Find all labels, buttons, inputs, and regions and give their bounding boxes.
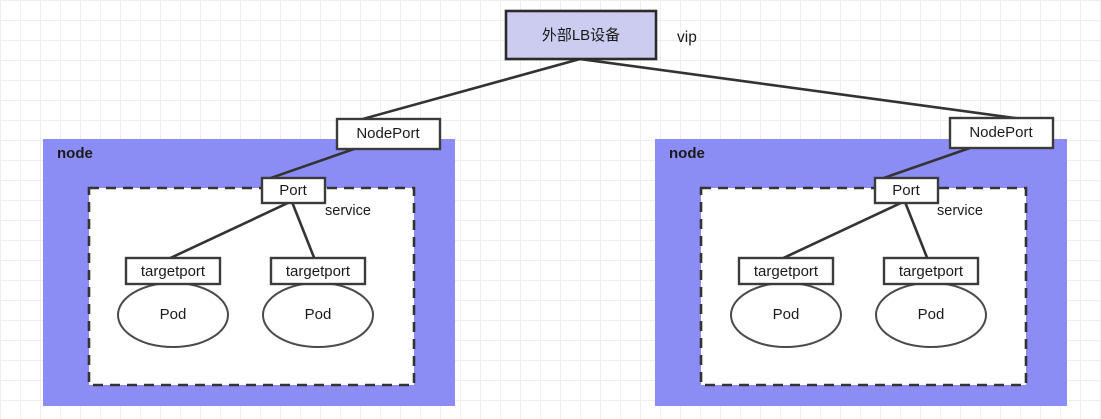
pod-group-left-1[interactable]: Pod targetport [117,256,229,348]
port-box-right[interactable] [873,176,940,205]
targetport-box-right-1[interactable] [737,256,835,286]
edge-port-to-targetport-left-1 [162,200,292,263]
pod-label-right-1: Pod [773,306,800,323]
service-label-left: service [325,203,371,219]
port-group-left[interactable]: Port [260,176,327,205]
targetport-label-right-1: targetport [754,263,819,280]
port-label-right: Port [892,182,920,199]
port-box-left[interactable] [260,176,327,205]
edge-lb-to-nodeport-right [578,57,1054,125]
vip-annotation-label: vip [677,29,697,46]
targetport-label-right-2: targetport [899,263,964,280]
node-label-left: node [57,145,93,162]
edge-lb-to-nodeport-left [339,57,582,127]
external-lb-group[interactable]: 外部LB设备 vip [504,9,697,61]
pod-label-right-2: Pod [918,306,945,323]
node-group-left[interactable]: node service [43,139,455,406]
nodeport-group-left[interactable]: NodePort [335,117,442,151]
edge-port-to-targetport-right-1 [775,200,905,263]
targetport-label-left-2: targetport [286,263,351,280]
pod-label-left-1: Pod [160,306,187,323]
external-lb-label: 外部LB设备 [542,27,620,44]
edge-port-to-targetport-right-2 [903,200,930,262]
nodeport-group-right[interactable]: NodePort [948,116,1055,150]
external-lb-box[interactable] [504,9,658,61]
node-label-right: node [669,145,705,162]
pod-label-left-2: Pod [305,306,332,323]
port-group-right[interactable]: Port [873,176,940,205]
pod-group-right-2[interactable]: Pod targetport [875,256,987,348]
targetport-box-right-2[interactable] [882,256,980,286]
edge-port-to-targetport-left-2 [290,200,317,262]
nodeport-box-left[interactable] [335,117,442,151]
port-label-left: Port [279,182,307,199]
targetport-box-left-1[interactable] [124,256,222,286]
pod-group-left-2[interactable]: Pod targetport [262,256,374,348]
pod-group-right-1[interactable]: Pod targetport [730,256,842,348]
node-group-right[interactable]: node service [655,139,1067,406]
targetport-box-left-2[interactable] [269,256,367,286]
service-label-right: service [937,203,983,219]
targetport-label-left-1: targetport [141,263,206,280]
nodeport-label-right: NodePort [969,124,1033,141]
nodeport-box-right[interactable] [948,116,1055,150]
nodeport-label-left: NodePort [356,125,420,142]
